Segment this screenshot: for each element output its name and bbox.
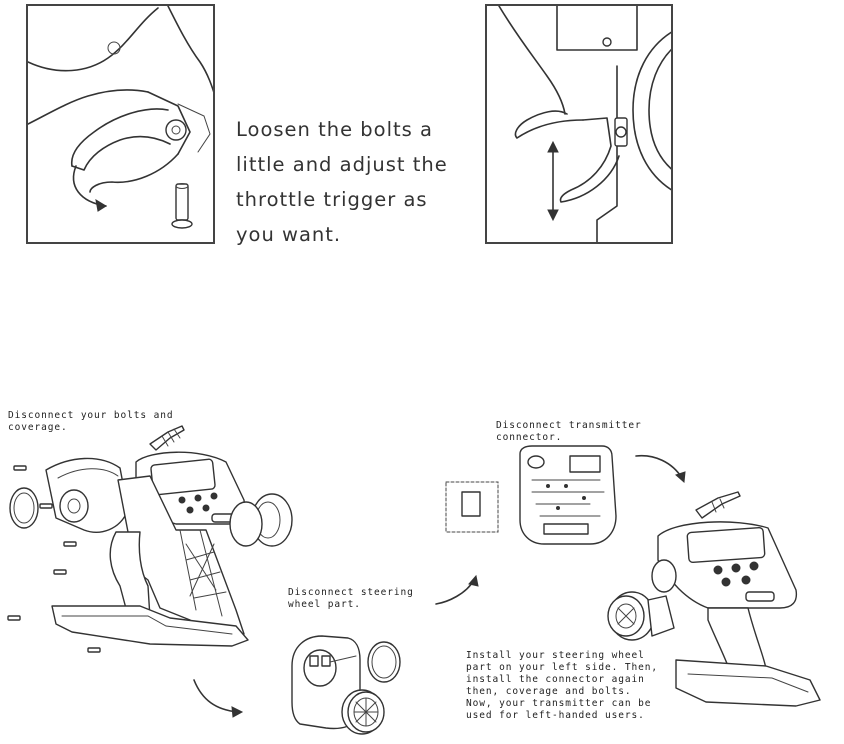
note-line: coverage. bbox=[8, 422, 68, 433]
transmitter-exploded-illustration bbox=[7, 425, 293, 653]
note-line: Disconnect transmitter bbox=[496, 420, 642, 431]
note-line: Disconnect steering bbox=[288, 587, 414, 598]
bolts bbox=[7, 465, 101, 653]
trigger-adjust-instruction: Loosen the bolts a little and adjust the… bbox=[236, 112, 466, 252]
transmitter-assembled-illustration bbox=[607, 491, 821, 707]
instruction-line: little and adjust the bbox=[236, 153, 448, 176]
note-line: Disconnect your bolts and bbox=[8, 410, 174, 421]
instruction-line: throttle trigger as bbox=[236, 188, 428, 211]
trigger-travel-illustration bbox=[498, 6, 671, 242]
trigger-travel-illustration-panel bbox=[485, 4, 673, 244]
note-line: Now, your transmitter can be bbox=[466, 698, 652, 709]
arrow-to-connector-icon bbox=[435, 574, 479, 605]
trigger-bolt-illustration bbox=[28, 6, 213, 229]
note-line: then, coverage and bolts. bbox=[466, 686, 632, 697]
transmitter-connector-illustration bbox=[445, 445, 617, 545]
instruction-line: Loosen the bolts a bbox=[236, 118, 433, 141]
note-disconnect-bolts: Disconnect your bolts and coverage. bbox=[8, 410, 174, 434]
note-line: part on your left side. Then, bbox=[466, 662, 658, 673]
note-disconnect-steering: Disconnect steering wheel part. bbox=[288, 587, 414, 611]
note-install-steering: Install your steering wheel part on your… bbox=[466, 650, 658, 722]
note-line: install the connector again bbox=[466, 674, 645, 685]
note-line: connector. bbox=[496, 432, 563, 443]
instruction-line: you want. bbox=[236, 223, 342, 246]
arrow-to-wheel-part-icon bbox=[193, 679, 244, 718]
trigger-bolt-illustration-panel bbox=[26, 4, 215, 244]
steering-wheel-part-illustration bbox=[291, 635, 401, 735]
arrow-to-assembled-icon bbox=[635, 454, 686, 484]
note-disconnect-connector: Disconnect transmitter connector. bbox=[496, 420, 642, 444]
note-line: Install your steering wheel bbox=[466, 650, 645, 661]
note-line: used for left-handed users. bbox=[466, 710, 645, 721]
note-line: wheel part. bbox=[288, 599, 361, 610]
